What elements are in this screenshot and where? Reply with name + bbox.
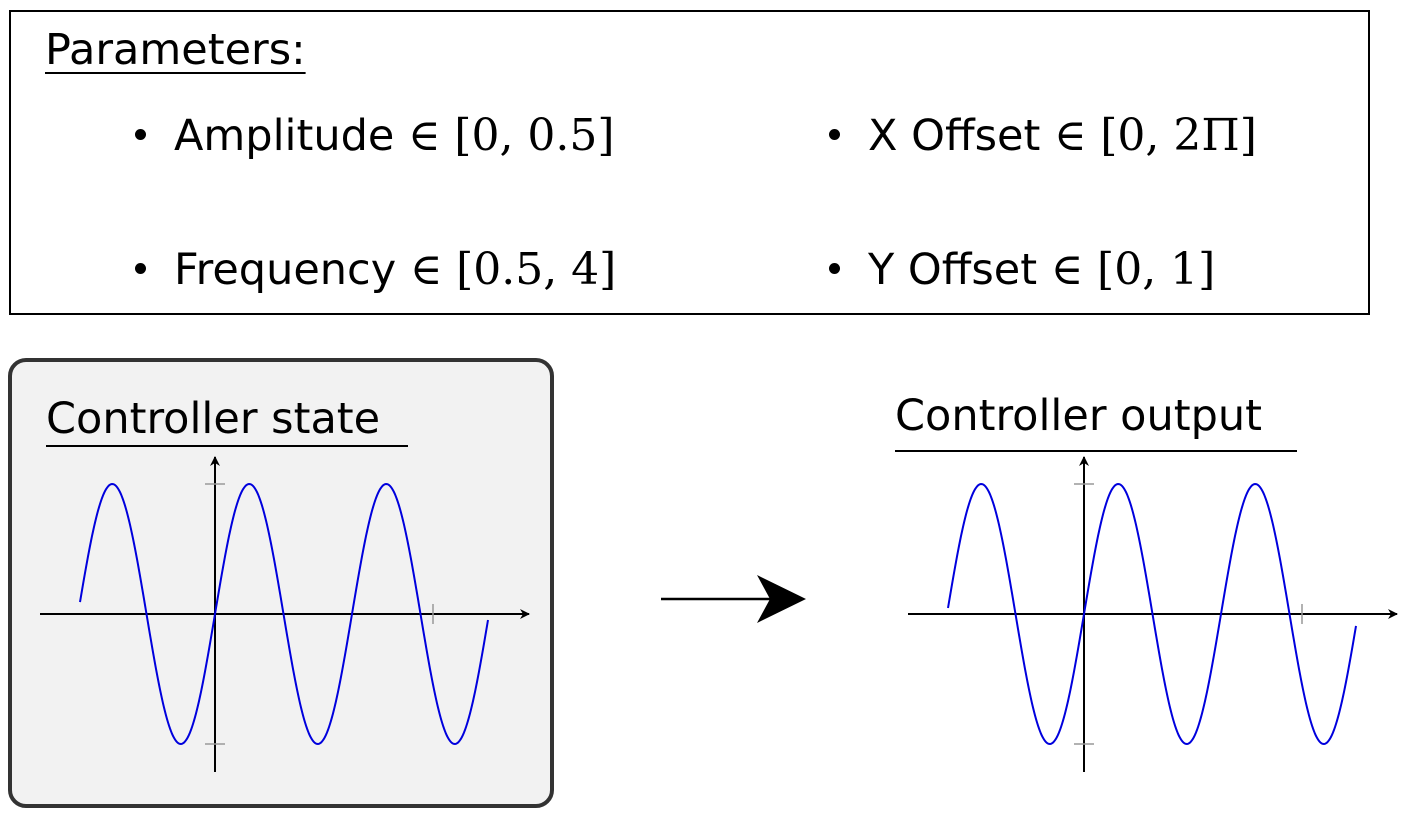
param-amplitude: Amplitude ∈ [0, 0.5] [135, 110, 615, 162]
param-x-offset: X Offset ∈ [0, 2Π] [829, 110, 1257, 162]
sine-wave [79, 482, 489, 746]
bullet-icon [135, 129, 146, 140]
controller-output-underline [895, 450, 1297, 452]
parameters-title: Parameters: [45, 25, 306, 75]
bullet-icon [829, 263, 840, 274]
param-y-offset: Y Offset ∈ [0, 1] [829, 244, 1215, 296]
sine-wave [947, 482, 1357, 746]
param-range: [0, 2Π] [1100, 110, 1257, 161]
bullet-icon [829, 129, 840, 140]
element-of-symbol: ∈ [409, 244, 443, 295]
controller-state-title: Controller state [46, 394, 381, 444]
bullet-icon [135, 263, 146, 274]
element-of-symbol: ∈ [1054, 110, 1087, 161]
right-arrow-icon [661, 575, 806, 623]
param-range: [0, 0.5] [454, 110, 615, 161]
param-name: Amplitude [174, 111, 395, 161]
controller-output-plot [908, 456, 1398, 772]
element-of-symbol: ∈ [1050, 244, 1084, 295]
param-name: Y Offset [868, 245, 1038, 295]
param-name: Frequency [174, 245, 397, 295]
element-of-symbol: ∈ [408, 110, 441, 161]
controller-output-title: Controller output [895, 391, 1263, 441]
param-name: X Offset [868, 111, 1041, 161]
parameters-box: Parameters: Amplitude ∈ [0, 0.5] X Offse… [9, 10, 1370, 315]
param-range: [0.5, 4] [456, 244, 617, 295]
param-frequency: Frequency ∈ [0.5, 4] [135, 244, 616, 296]
param-range: [0, 1] [1097, 244, 1216, 295]
controller-state-underline [46, 445, 408, 447]
controller-state-plot [40, 456, 530, 772]
